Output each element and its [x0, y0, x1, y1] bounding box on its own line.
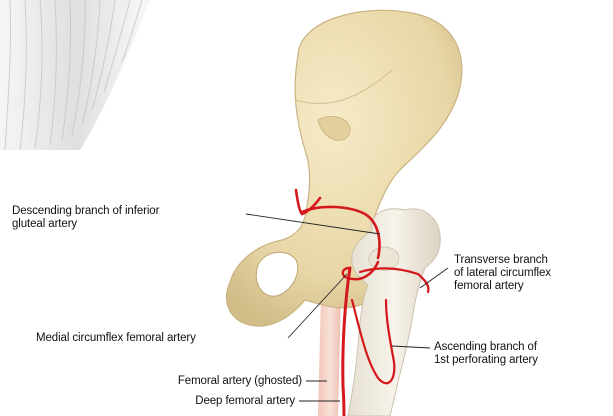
label-ascending-branch: Ascending branch of 1st perforating arte… [434, 341, 538, 367]
label-femoral-artery: Femoral artery (ghosted) [178, 375, 302, 388]
hip-bone [227, 10, 462, 326]
label-descending-branch-line2: gluteal artery [12, 218, 159, 231]
label-ascending-line1: Ascending branch of [434, 341, 538, 354]
label-ascending-line2: 1st perforating artery [434, 354, 538, 367]
label-descending-branch: Descending branch of inferior gluteal ar… [12, 205, 159, 231]
label-transverse-line1: Transverse branch [454, 254, 551, 267]
muscle-fibres [0, 0, 150, 150]
label-transverse-branch: Transverse branch of lateral circumflex … [454, 254, 551, 293]
femur [348, 209, 440, 416]
label-medial-circumflex: Medial circumflex femoral artery [36, 332, 196, 345]
label-deep-femoral-artery: Deep femoral artery [195, 395, 295, 408]
label-transverse-line3: femoral artery [454, 280, 551, 293]
label-descending-branch-line1: Descending branch of inferior [12, 205, 159, 218]
label-transverse-line2: of lateral circumflex [454, 267, 551, 280]
